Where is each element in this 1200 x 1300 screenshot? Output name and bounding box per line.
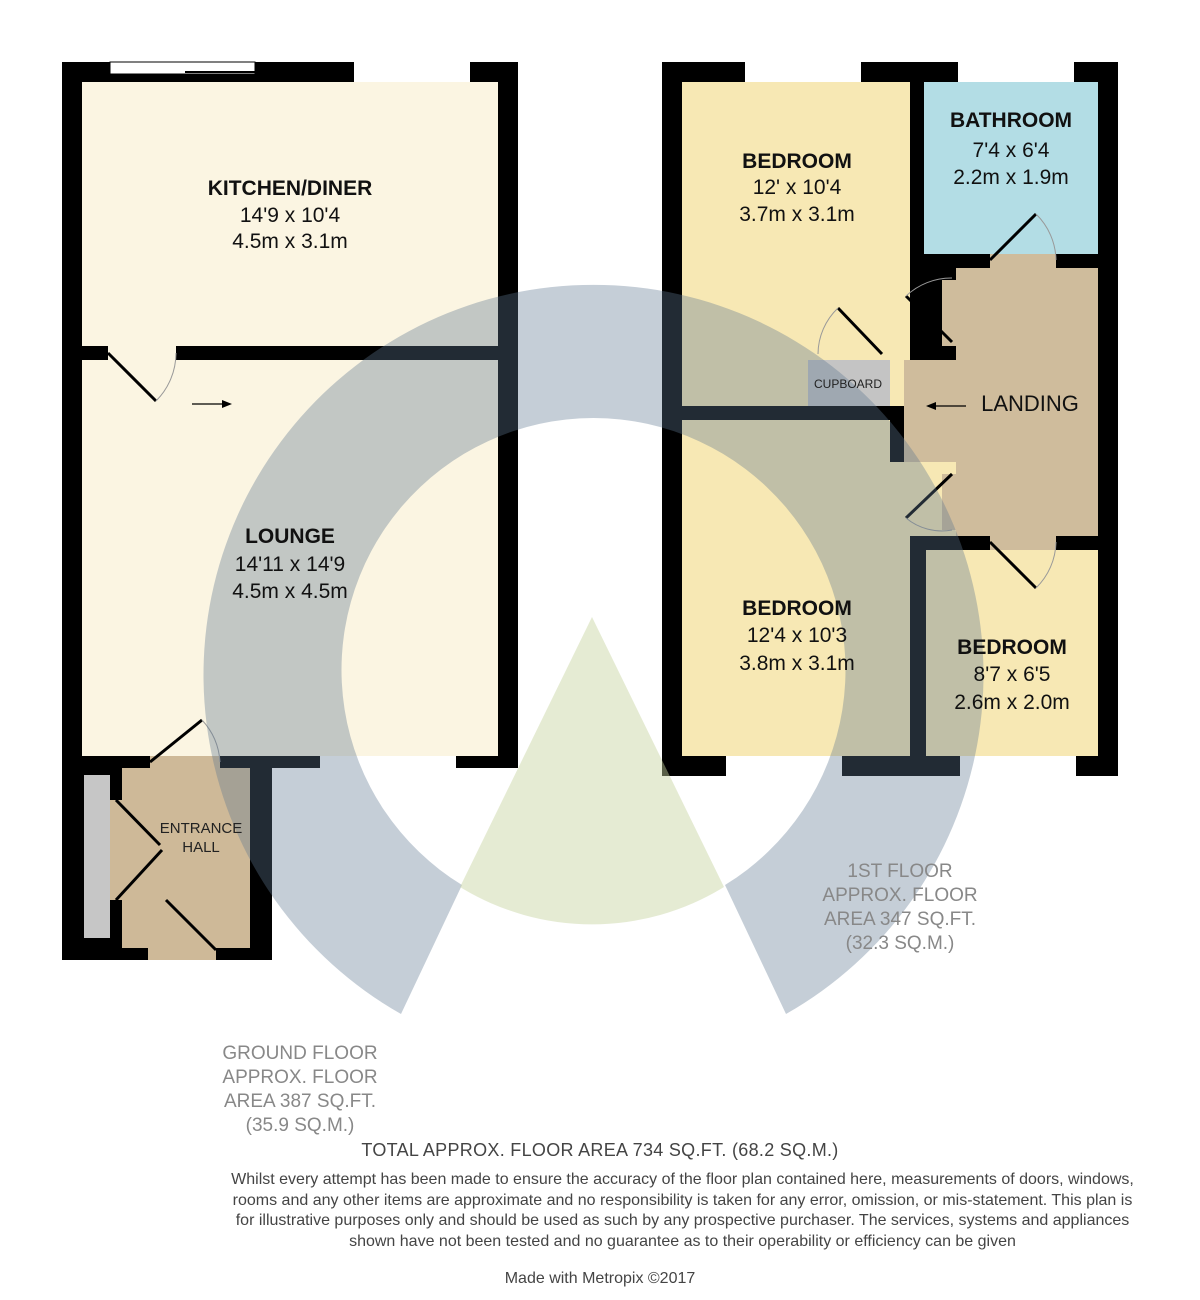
disclaimer-text: Whilst every attempt has been made to en… [231,1171,1134,1250]
bedroom3-name: BEDROOM [957,636,1067,659]
landing-name: LANDING [981,391,1079,416]
bedroom2-door-leaf [904,472,954,520]
kitchen-diner-area [82,82,498,346]
porch-door-leaf-2 [114,798,162,847]
landing-arrow-head [926,402,936,410]
bedroom3-window [960,756,1076,776]
bedroom3-metric: 2.6m x 2.0m [954,691,1070,714]
bedroom2-metric: 3.8m x 3.1m [739,652,855,675]
lounge-name: LOUNGE [245,525,335,548]
bedroom2-name: BEDROOM [742,597,852,620]
bathroom-window [958,62,1074,82]
bedroom3-door-leaf [988,540,1038,590]
cupboard-door-swing [817,307,839,355]
porch-door-leaf [114,848,164,902]
kitchen-door-leaf [106,351,158,403]
first-floor-area-caption: 1ST FLOOR APPROX. FLOOR AREA 347 SQ.FT. … [800,860,1000,956]
lounge-imperial: 14'11 x 14'9 [235,553,345,576]
bedroom-2-area [682,420,956,756]
first-floor-line2: APPROX. FLOOR [822,885,978,906]
entrance-hall-line1: ENTRANCE [160,820,243,837]
kitchen-name: KITCHEN/DINER [208,177,373,200]
lounge-window [320,756,456,776]
porch-door-gap [110,800,122,900]
kitchen-window [354,62,470,82]
bedroom2-imperial: 12'4 x 10'3 [747,624,847,647]
ground-floor-line2: APPROX. FLOOR [222,1067,378,1088]
watermark-ring [203,284,984,1014]
cupboard-name: CUPBOARD [814,377,882,391]
first-floor-line1: 1ST FLOOR [847,861,953,882]
cupboard-door-gap [818,346,882,360]
bathroom-metric: 2.2m x 1.9m [953,166,1069,189]
kitchen-door-gap [108,346,176,360]
bathroom-name: BATHROOM [950,109,1072,132]
bedroom1-imperial: 12' x 10'4 [753,176,842,199]
flow-arrow-head [222,400,232,408]
ground-floor-line4: (35.9 SQ.M.) [245,1115,355,1136]
bedroom2-window [726,756,842,776]
cupboard-area [808,360,890,406]
bathroom-door-leaf [988,212,1038,262]
first-floor-line4: (32.3 SQ.M.) [845,933,955,954]
bedroom1-window [745,62,861,82]
landing-area [904,268,1098,536]
bedroom-3-area [926,550,1098,756]
lounge-area [82,360,498,756]
cupboard-door-leaf [836,306,884,356]
ground-floor-line3: AREA 387 SQ.FT. [223,1091,377,1112]
bedroom1-door-leaf [904,294,954,344]
lounge-metric: 4.5m x 4.5m [232,580,348,603]
ground-floor-area-caption: GROUND FLOOR APPROX. FLOOR AREA 387 SQ.F… [200,1042,400,1138]
bedroom1-door-swing [905,277,953,297]
bedroom1-door-gap [942,280,956,346]
lounge-entrance-gap [150,756,220,768]
first-floor-plan [662,62,1118,776]
lounge-entrance-door-swing [201,719,221,763]
total-floor-area: TOTAL APPROX. FLOOR AREA 734 SQ.FT. (68.… [361,1140,839,1160]
kitchen-door-swing [155,352,177,402]
bedroom2-door-swing [905,517,953,532]
bedroom3-imperial: 8'7 x 6'5 [974,663,1051,686]
bedroom1-name: BEDROOM [742,150,852,173]
bedroom3-door-gap [990,536,1056,550]
room-labels: KITCHEN/DINER 14'9 x 10'4 4.5m x 3.1m LO… [160,109,1079,856]
lounge-entrance-door-leaf [149,718,203,764]
bedroom3-door-swing [1035,541,1057,589]
metropix-credit: Made with Metropix ©2017 [504,1270,696,1287]
bathroom-door-gap [990,254,1056,268]
front-door-leaf [164,898,218,952]
kitchen-metric: 4.5m x 3.1m [232,230,348,253]
bathroom-door-swing [1035,213,1057,261]
kitchen-imperial: 14'9 x 10'4 [240,204,341,227]
ground-floor-line1: GROUND FLOOR [222,1043,378,1064]
bathroom-imperial: 7'4 x 6'4 [973,139,1050,162]
ground-floor-plan [62,61,518,960]
bedroom1-metric: 3.7m x 3.1m [739,203,855,226]
front-door-gap [148,948,216,960]
first-floor-line3: AREA 347 SQ.FT. [823,909,977,930]
bathroom-area [924,82,1098,254]
watermark-logo [203,284,984,1014]
entrance-hall-line2: HALL [182,839,220,856]
porch-strip [84,775,110,938]
watermark-triangle [460,617,724,925]
bedroom2-door-gap [942,474,956,530]
